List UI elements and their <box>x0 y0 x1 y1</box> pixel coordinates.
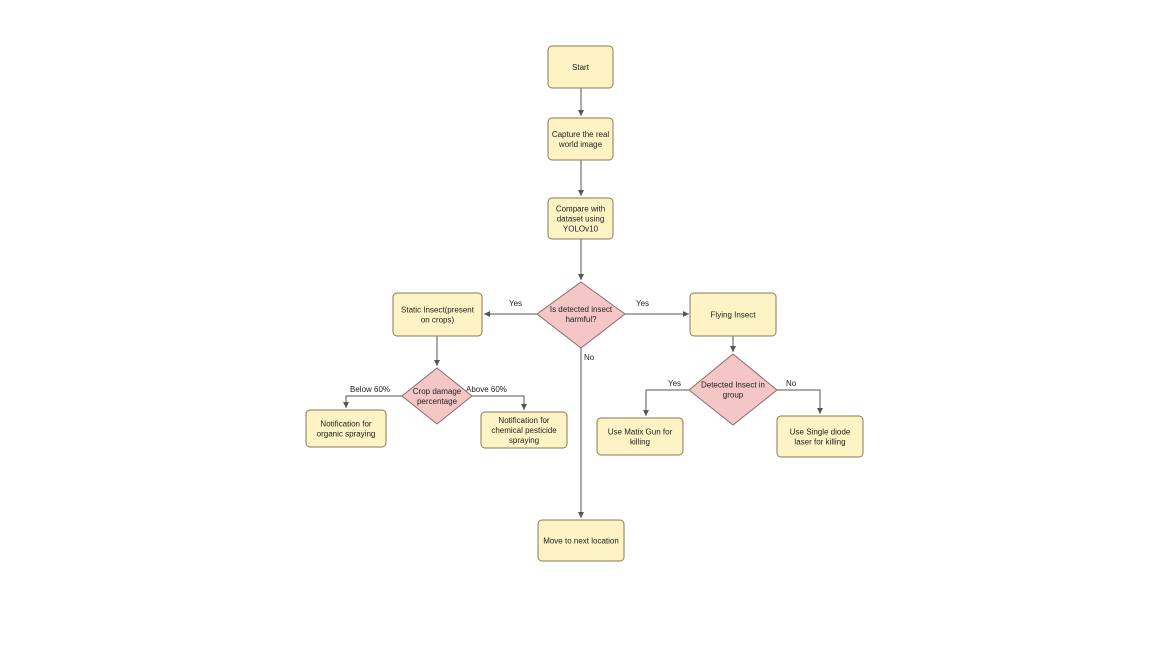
edge-cropdamage-chemical <box>472 395 527 410</box>
node-label: Start <box>572 63 590 72</box>
node-flying-insect: Flying Insect <box>689 292 777 337</box>
label-group-yes: Yes <box>668 379 681 388</box>
node-label-line: Notification for <box>498 416 549 425</box>
node-label-line: Detected Insect in <box>701 381 765 390</box>
node-label-line: laser for killing <box>794 438 845 447</box>
node-label-line: dataset using <box>557 215 605 224</box>
node-label-line: Use Single diode <box>790 428 851 437</box>
label-below: Below 60% <box>350 385 390 394</box>
node-label-line: spraying <box>509 436 539 445</box>
node-label-line: YOLOv10 <box>563 225 599 234</box>
node-label-line: Is detected insect <box>550 305 613 314</box>
label-harmful-no: No <box>584 353 595 362</box>
node-label: Flying Insect <box>711 311 757 320</box>
edge-labels: Yes Yes No Below 60% Above 60% Yes No <box>350 299 797 394</box>
node-label-line: Crop damage <box>413 387 462 396</box>
node-label-line: Start <box>572 63 590 72</box>
node-label-line: group <box>723 391 744 400</box>
node-label-line: chemical pesticide <box>491 426 557 435</box>
node-label-line: harmful? <box>565 315 597 324</box>
node-label-line: Static Insect(present <box>401 306 475 315</box>
node-label-line: on crops) <box>421 316 455 325</box>
label-group-no: No <box>786 379 797 388</box>
node-label-line: Use Matix Gun for <box>608 428 673 437</box>
edges <box>343 88 823 518</box>
node-label-line: Move to next location <box>543 537 619 546</box>
node-label-line: Flying Insect <box>711 311 757 320</box>
node-move-next: Move to next location <box>537 519 625 562</box>
edge-cropdamage-organic <box>343 395 402 408</box>
node-label-line: killing <box>630 438 650 447</box>
node-label-line: Compare with <box>556 205 605 214</box>
node-start: Start <box>547 45 614 89</box>
node-label: Move to next location <box>543 537 619 546</box>
node-label-line: world image <box>558 140 603 149</box>
node-label-line: percentage <box>417 397 458 406</box>
node-label-line: Notification for <box>320 420 371 429</box>
edge-group-single <box>776 389 823 414</box>
label-above: Above 60% <box>466 385 507 394</box>
node-label-line: organic spraying <box>317 430 376 439</box>
label-harmful-yes-left: Yes <box>509 299 522 308</box>
label-harmful-yes-right: Yes <box>636 299 649 308</box>
edge-group-matix <box>643 389 690 416</box>
node-label-line: Capture the real <box>552 130 610 139</box>
